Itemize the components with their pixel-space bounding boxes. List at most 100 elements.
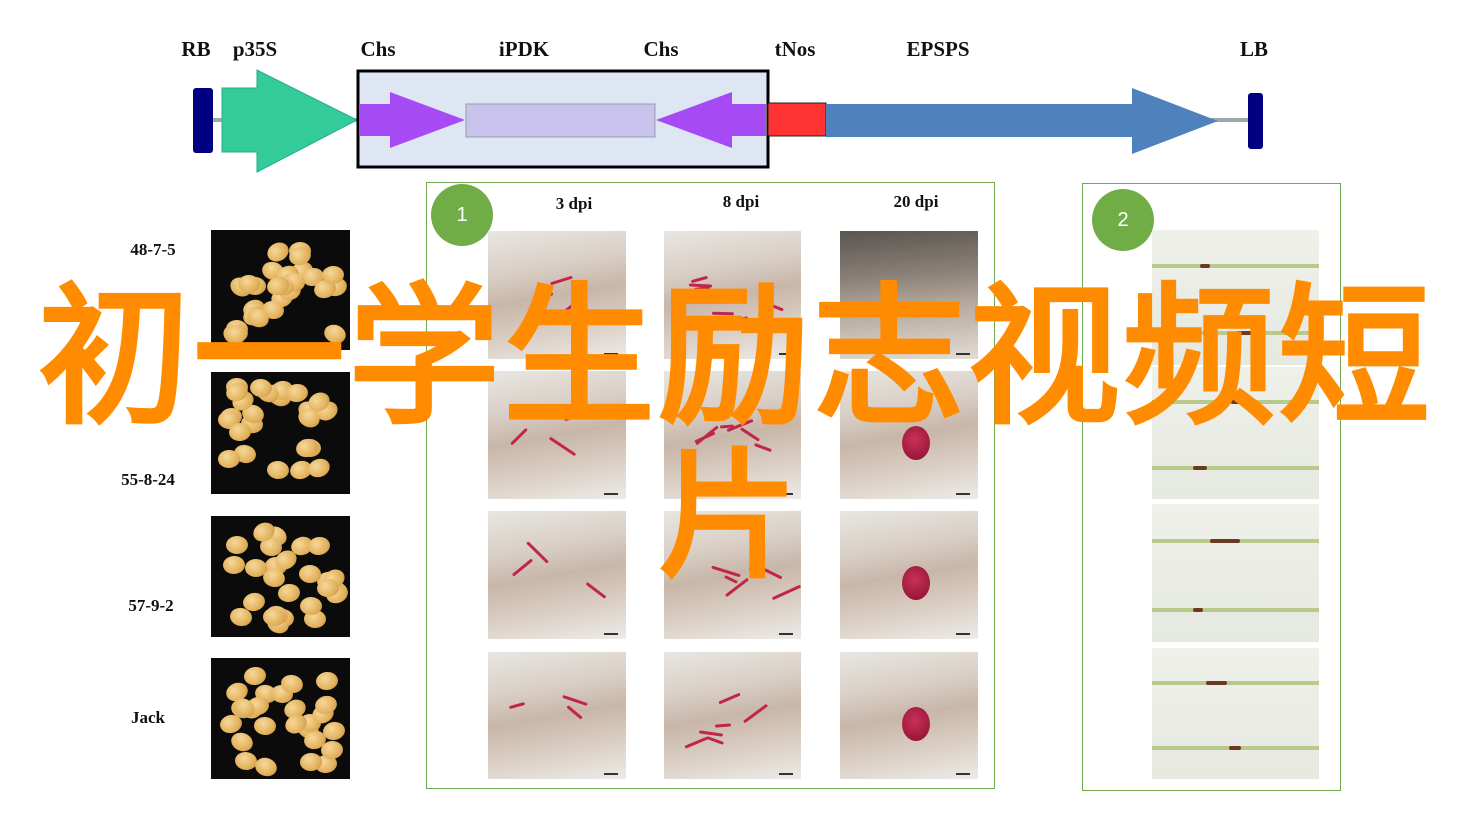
root-micrograph <box>840 511 978 639</box>
panel-badge-2: 2 <box>1092 189 1154 251</box>
soybean-seed <box>315 671 339 692</box>
scale-bar <box>604 773 618 775</box>
gene-construct-diagram: RB p35S Chs iPDK Chs tNos EPSPS LB <box>181 37 1268 173</box>
label-rb: RB <box>181 37 210 61</box>
scale-bar <box>956 633 970 635</box>
scale-bar <box>604 353 618 355</box>
root-micrograph <box>664 511 801 639</box>
column-header-3dpi: 3 dpi <box>555 194 593 213</box>
root-strand <box>1152 466 1319 470</box>
root-strand <box>1152 607 1319 612</box>
soybean-seed <box>253 715 277 736</box>
root-photo <box>1152 367 1319 499</box>
nematode <box>742 703 769 724</box>
column-header-8dpi: 8 dpi <box>722 192 760 211</box>
seed-line-label: 48-7-5 <box>130 240 176 259</box>
label-ipdk: iPDK <box>499 37 550 61</box>
nematode <box>699 730 724 737</box>
p35s-promoter-arrow <box>221 69 359 173</box>
lb-border <box>1248 93 1263 149</box>
seed-photo <box>211 516 350 637</box>
scale-bar <box>604 633 618 635</box>
soybean-seed <box>298 564 322 584</box>
root-phenotype-panel <box>1082 183 1341 791</box>
label-lb: LB <box>1240 37 1268 61</box>
scale-bar <box>604 493 618 495</box>
scale-bar <box>956 493 970 495</box>
chs-sense-arrow <box>360 92 465 148</box>
soybean-seed <box>228 730 256 755</box>
root-lesion <box>1236 331 1265 336</box>
seed-photo <box>211 658 350 779</box>
root-photo <box>1152 648 1319 779</box>
soybean-seed <box>217 449 241 469</box>
scale-bar <box>956 353 970 355</box>
root-micrograph <box>488 371 626 499</box>
label-tnos: tNos <box>775 37 816 61</box>
root-strand <box>1152 680 1319 685</box>
seed-photo <box>211 372 350 494</box>
soybean-seed <box>277 582 301 604</box>
root-micrograph <box>664 231 801 359</box>
seed-line-label: 57-9-2 <box>128 596 174 615</box>
root-lesion <box>1200 263 1211 268</box>
label-chs-2: Chs <box>643 37 678 61</box>
root-strand <box>1152 331 1319 336</box>
rb-border <box>193 88 213 153</box>
root-lesion <box>1205 680 1227 685</box>
soybean-seed <box>305 455 333 481</box>
soybean-seed <box>233 750 258 772</box>
seed-line-label: 55-8-24 <box>121 470 175 489</box>
scale-bar <box>779 773 793 775</box>
nematode <box>509 702 526 710</box>
root-micrograph <box>840 371 978 499</box>
nematode-gall <box>902 426 930 460</box>
nematode-gall <box>902 707 930 741</box>
tnos-terminator <box>767 102 827 137</box>
nematode <box>511 558 533 578</box>
root-strand <box>1152 263 1319 268</box>
seed-photo <box>211 230 350 350</box>
scale-bar <box>779 633 793 635</box>
label-p35s: p35S <box>233 37 277 61</box>
nematode <box>714 722 731 728</box>
column-header-20dpi: 20 dpi <box>893 192 939 211</box>
overlay-title-line-1: 初一学生励志视频短 <box>38 269 1433 446</box>
ipdk-intron <box>465 103 656 138</box>
soybean-seed <box>266 460 290 481</box>
nematode <box>561 695 588 707</box>
root-lesion <box>1192 607 1204 612</box>
root-micrograph <box>664 652 801 779</box>
root-micrograph <box>488 511 626 639</box>
overlay-title-line-2: 片 <box>658 436 799 599</box>
nematode-infection-panel <box>426 182 995 789</box>
scale-bar <box>779 353 793 355</box>
soybean-seed <box>242 665 268 687</box>
epsps-gene-arrow <box>826 88 1218 154</box>
chs-antisense-arrow <box>656 92 766 148</box>
root-micrograph <box>840 652 978 779</box>
soybean-seed <box>299 596 322 615</box>
panel-badge-1: 1 <box>431 184 493 246</box>
root-micrograph <box>488 231 626 359</box>
soybean-seed <box>244 559 267 578</box>
scale-bar <box>779 493 793 495</box>
soybean-seed <box>222 555 245 575</box>
soybean-seed <box>306 535 332 558</box>
root-micrograph <box>488 652 626 779</box>
nematode <box>585 581 608 599</box>
root-micrograph <box>664 371 801 499</box>
root-lesion <box>1193 466 1207 470</box>
seed-line-label: Jack <box>131 708 165 727</box>
label-chs-1: Chs <box>360 37 395 61</box>
scale-bar <box>956 773 970 775</box>
root-micrograph <box>840 231 978 359</box>
root-photo <box>1152 230 1319 365</box>
nematode <box>705 736 724 746</box>
soybean-seed <box>252 754 280 779</box>
root-lesion <box>1228 746 1242 751</box>
label-epsps: EPSPS <box>906 37 969 61</box>
soybean-seed <box>226 535 249 555</box>
root-lesion <box>1231 400 1242 404</box>
nematode <box>566 704 583 720</box>
